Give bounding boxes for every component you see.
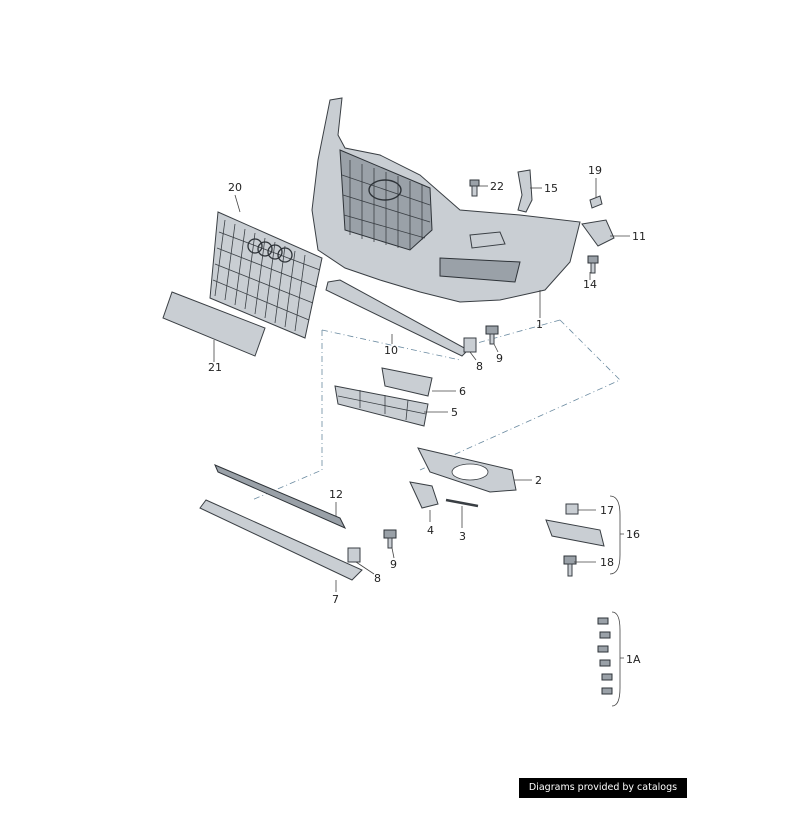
part-7-spoiler-lip[interactable] <box>199 499 363 581</box>
callout-4: 4 <box>427 524 434 537</box>
part-6-cover[interactable] <box>381 367 433 397</box>
callout-8-lower: 8 <box>374 572 381 585</box>
callout-21: 21 <box>208 361 222 374</box>
callout-22: 22 <box>490 180 504 193</box>
assembly-guide-lines <box>251 319 621 501</box>
part-1-bumper-cover[interactable] <box>311 97 581 303</box>
part-19-clip[interactable] <box>589 195 603 209</box>
part-5-lower-grille[interactable] <box>334 385 429 427</box>
callout-14: 14 <box>583 278 597 291</box>
part-16-bracket-assembly[interactable] <box>545 503 605 577</box>
callout-7: 7 <box>332 593 339 606</box>
part-20-radiator-grille[interactable] <box>209 211 323 339</box>
callout-8-upper: 8 <box>476 360 483 373</box>
part-12-lower-strip[interactable] <box>214 464 347 530</box>
part-14-screw[interactable] <box>587 255 599 274</box>
part-8-clip-nut-lower[interactable] <box>347 547 361 563</box>
callout-1: 1 <box>536 318 543 331</box>
callout-17: 17 <box>600 504 614 517</box>
callout-10: 10 <box>384 344 398 357</box>
callout-11: 11 <box>632 230 646 243</box>
credit-banner: Diagrams provided by catalogs parts <box>519 778 687 813</box>
part-22-bolt[interactable] <box>469 179 480 197</box>
callout-6: 6 <box>459 385 466 398</box>
part-10-trim-strip[interactable] <box>325 279 469 357</box>
callout-5: 5 <box>451 406 458 419</box>
part-4-fog-light-ring[interactable] <box>409 481 439 509</box>
part-8-clip-nut-upper[interactable] <box>463 337 477 353</box>
parts-diagram-stage: 20 21 22 15 19 11 14 1 10 8 9 6 5 2 4 3 … <box>162 97 687 813</box>
part-3-trim-bar[interactable] <box>445 498 479 508</box>
callout-9-lower: 9 <box>390 558 397 571</box>
callout-19: 19 <box>588 164 602 177</box>
callout-18: 18 <box>600 556 614 569</box>
part-1A-fastener-kit[interactable] <box>597 617 613 695</box>
part-11-washer-cover[interactable] <box>581 219 615 247</box>
callout-9-upper: 9 <box>496 352 503 365</box>
callout-16: 16 <box>626 528 640 541</box>
part-15-bracket[interactable] <box>517 169 533 213</box>
callout-3: 3 <box>459 530 466 543</box>
part-21-license-plate-base[interactable] <box>162 291 266 357</box>
part-9-screw-upper[interactable] <box>485 325 499 345</box>
part-2-fog-light-grille[interactable] <box>417 447 517 493</box>
callout-2: 2 <box>535 474 542 487</box>
callout-12: 12 <box>329 488 343 501</box>
part-9-screw-lower[interactable] <box>383 529 397 549</box>
callout-15: 15 <box>544 182 558 195</box>
callout-1A: 1A <box>626 653 641 666</box>
leader-lines <box>213 178 630 707</box>
callout-20: 20 <box>228 181 242 194</box>
callout-labels: 20 21 22 15 19 11 14 1 10 8 9 6 5 2 4 3 … <box>208 164 646 666</box>
exploded-parts-diagram: 20 21 22 15 19 11 14 1 10 8 9 6 5 2 4 3 … <box>162 97 646 707</box>
